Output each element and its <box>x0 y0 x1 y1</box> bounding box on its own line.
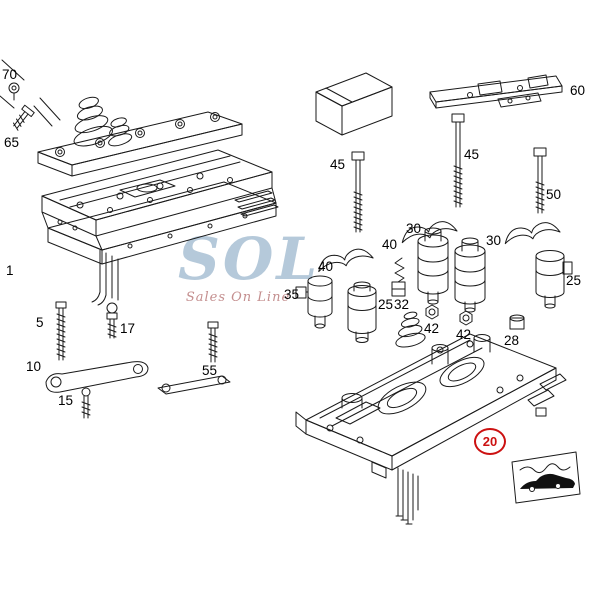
mounting-rail <box>37 111 243 177</box>
part-label-32: 32 <box>394 297 410 312</box>
rail-60 <box>429 74 563 109</box>
part-label-30-right: 30 <box>486 233 502 248</box>
solenoid-25-right <box>535 250 573 309</box>
solenoid-30-left <box>417 227 449 305</box>
part-label-50: 50 <box>546 187 562 202</box>
part-label-40-mid: 40 <box>382 237 398 252</box>
solenoid-25-left <box>347 281 377 343</box>
part-label-45-left: 45 <box>330 157 346 172</box>
solenoid-30-right <box>454 237 486 313</box>
bolt-45-right <box>451 113 465 208</box>
part-label-28: 28 <box>504 333 520 348</box>
bolt-15 <box>81 387 91 419</box>
coil-springs <box>73 96 133 147</box>
highlighted-part-label-20: 20 <box>474 428 506 455</box>
relay-box <box>315 72 393 136</box>
nut-42-left <box>425 304 439 320</box>
bolt-45-left <box>351 151 365 233</box>
part-label-10: 10 <box>26 359 42 374</box>
part-70-ball <box>8 82 20 101</box>
retainer-clip-40-left <box>318 248 374 273</box>
bolt-55 <box>207 321 219 363</box>
part-label-55: 55 <box>202 363 218 378</box>
part-label-1: 1 <box>6 263 14 278</box>
bushing-28 <box>509 314 525 330</box>
part-65-screw <box>12 104 35 131</box>
part-label-40-left: 40 <box>318 259 334 274</box>
part-label-42-right: 42 <box>456 327 472 342</box>
part-label-25-left: 25 <box>378 297 394 312</box>
retainer-clip-40-right <box>504 222 561 245</box>
upper-valve-body-1 <box>41 149 279 306</box>
lower-valve-body-20 <box>295 333 567 471</box>
bolt-50 <box>533 147 547 214</box>
cut-marks <box>0 59 61 127</box>
lever-10 <box>45 361 149 393</box>
part-label-30-left: 30 <box>406 221 422 236</box>
spring-on-plate <box>395 311 426 348</box>
part-label-17: 17 <box>120 321 136 336</box>
valve-32 <box>391 257 406 297</box>
bolt-5 <box>55 301 67 361</box>
part-label-42-left: 42 <box>424 321 440 336</box>
solenoid-35 <box>295 275 333 329</box>
stamp-mark <box>511 451 581 504</box>
retainer-clip-40-mid <box>401 221 458 244</box>
part-label-45-right: 45 <box>464 147 480 162</box>
part-label-15: 15 <box>58 393 74 408</box>
part-label-5: 5 <box>36 315 44 330</box>
nut-42-right <box>459 310 473 326</box>
lever-55-arm <box>157 375 231 395</box>
part-label-60: 60 <box>570 83 586 98</box>
part-label-70: 70 <box>2 67 18 82</box>
part-label-25-right: 25 <box>566 273 582 288</box>
hanging-connectors <box>371 461 419 525</box>
part-label-35: 35 <box>284 287 300 302</box>
part-label-65: 65 <box>4 135 20 150</box>
valve-17 <box>106 302 118 339</box>
